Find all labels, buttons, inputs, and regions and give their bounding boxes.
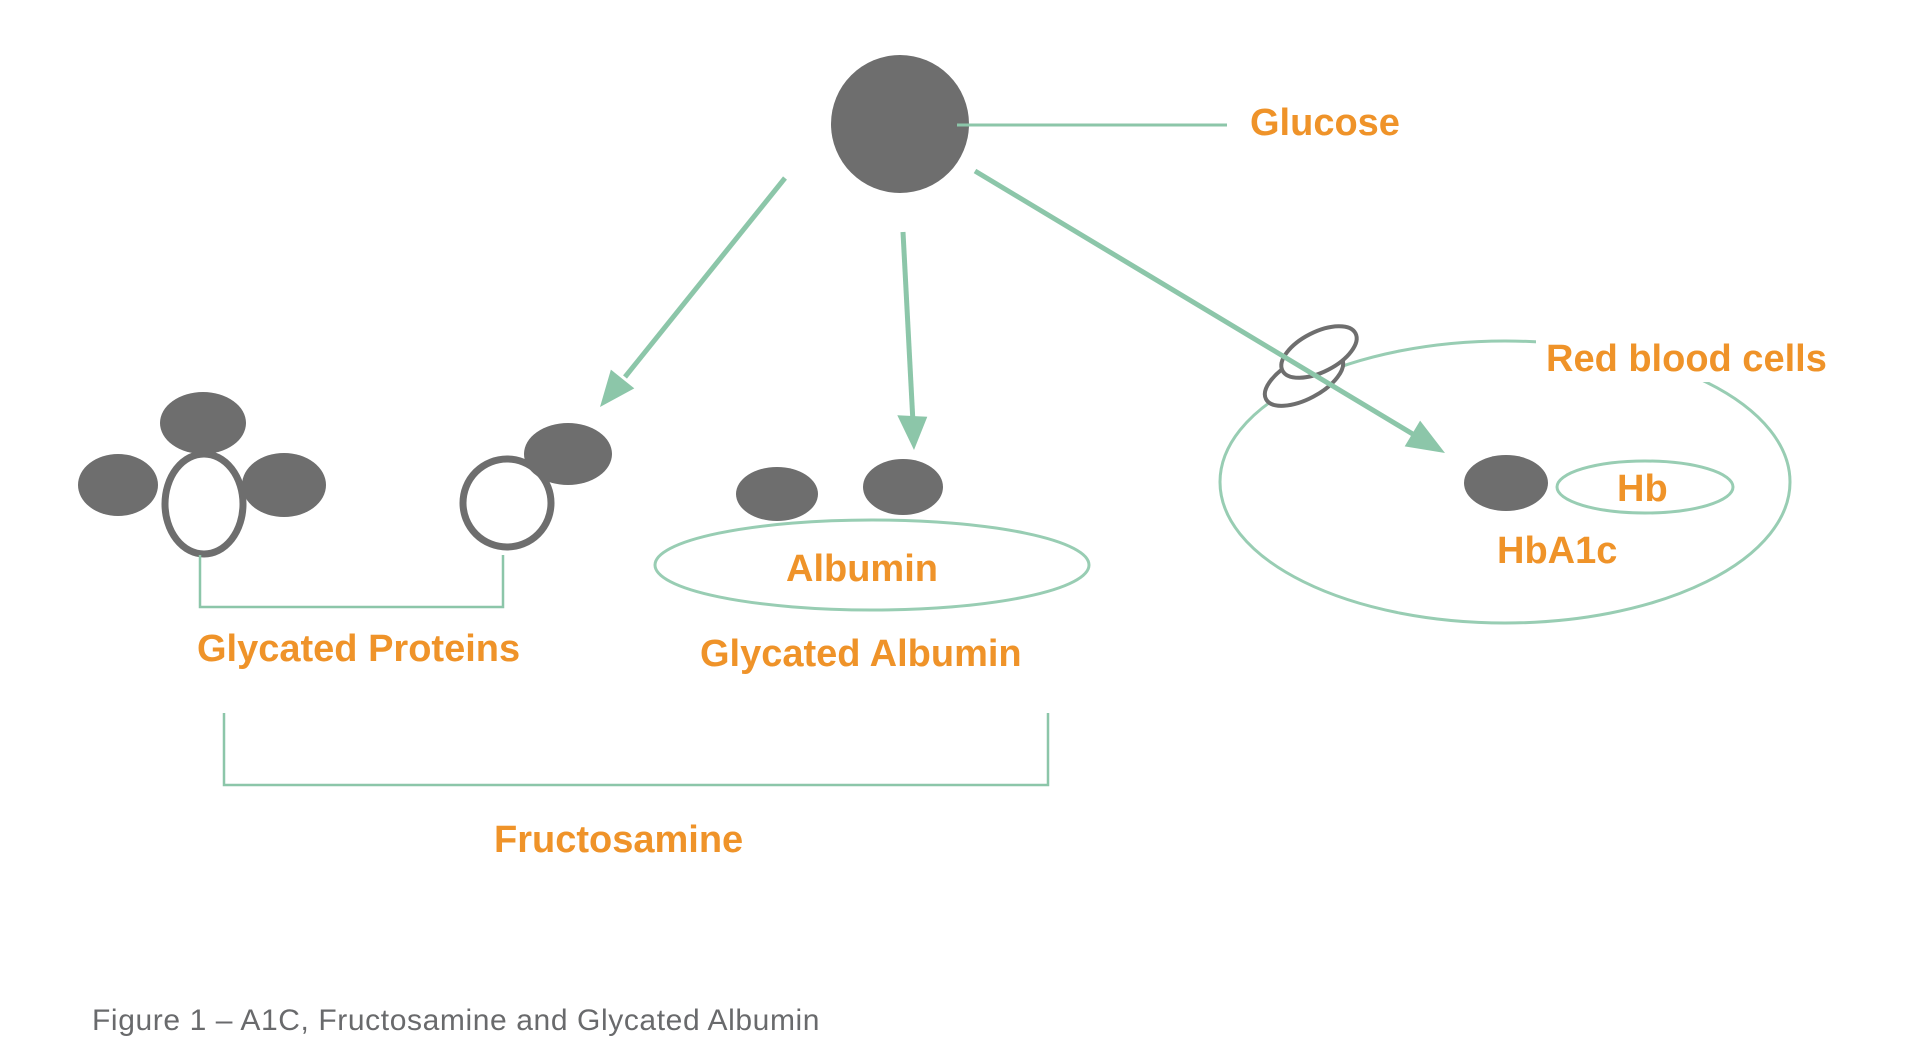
arrow-to-glycated-proteins-head <box>600 369 635 407</box>
glucose-unit-top <box>160 392 246 454</box>
glucose-unit-left <box>78 454 158 516</box>
hb-label: Hb <box>1617 468 1668 510</box>
glycated-protein-pair <box>459 423 612 551</box>
glycated-proteins-label: Glycated Proteins <box>197 628 521 670</box>
red-blood-cells-label: Red blood cells <box>1536 338 1837 382</box>
arrow-to-glycated-albumin-head <box>897 415 928 450</box>
fructosamine-label: Fructosamine <box>494 819 744 861</box>
glucose-unit-attached <box>524 423 612 485</box>
albumin-ellipse <box>653 518 1091 612</box>
fructosamine-bracket <box>222 713 1050 787</box>
albumin-label: Albumin <box>786 548 938 590</box>
glycated-proteins-bracket <box>198 555 505 609</box>
glucose-unit-hba1c <box>1464 455 1548 511</box>
glucose-label: Glucose <box>1250 102 1400 144</box>
glycated-protein-cluster <box>78 392 326 558</box>
glucose-unit-albumin-right <box>863 459 943 515</box>
protein-oval <box>161 450 247 558</box>
arrow-to-glycated-albumin-shaft <box>900 231 916 420</box>
figure-caption: Figure 1 – A1C, Fructosamine and Glycate… <box>92 1004 821 1037</box>
glucose-unit-right <box>242 453 326 517</box>
red-blood-cell-membrane <box>1218 339 1792 625</box>
arrow-to-glycated-proteins-shaft <box>623 176 787 379</box>
glucose-unit-albumin-left <box>736 467 818 521</box>
hb-ellipse <box>1555 459 1735 515</box>
arrow-to-red-blood-cell-shaft <box>973 168 1418 439</box>
hba1c-label: HbA1c <box>1497 530 1618 572</box>
glycated-albumin-label: Glycated Albumin <box>700 633 1022 675</box>
arrow-to-red-blood-cell-head <box>1404 420 1445 453</box>
glucose-molecule <box>831 55 969 193</box>
protein-circle <box>459 455 555 551</box>
